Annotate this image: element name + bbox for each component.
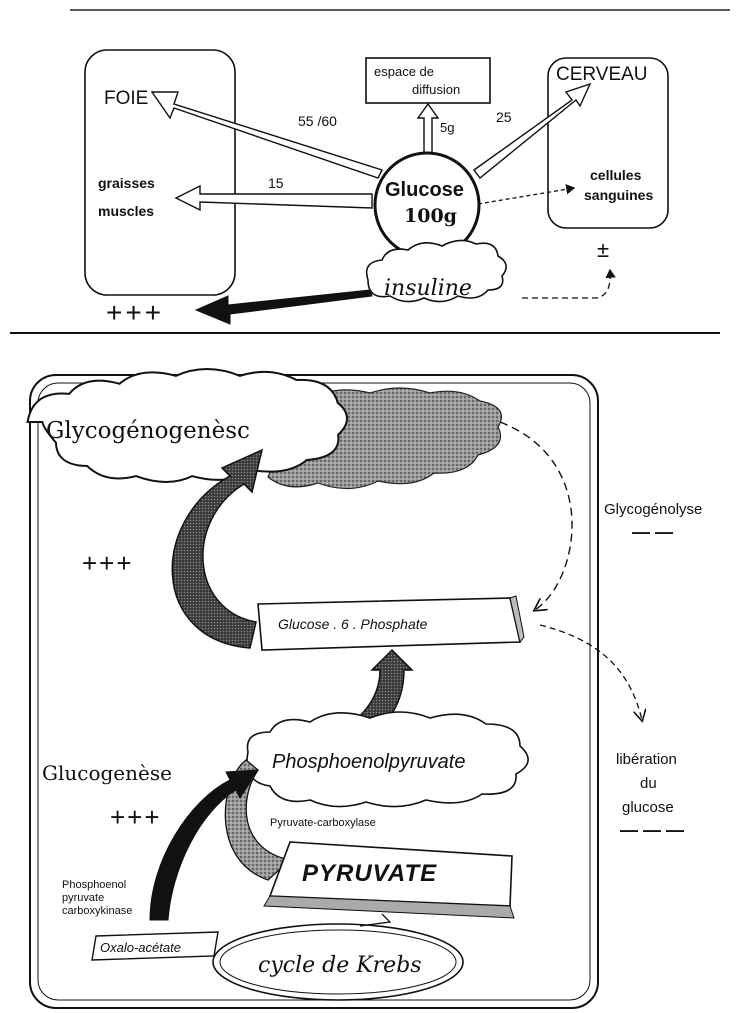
pyruvate-carboxylase-label: Pyruvate-carboxylase: [270, 817, 376, 829]
plus-glycogen: +++: [82, 548, 134, 578]
plusminus-sign: ±: [597, 237, 609, 262]
muscles-label: muscles: [98, 203, 154, 219]
espace-label-2: diffusion: [412, 82, 460, 97]
glucose-amount: 100g: [404, 205, 457, 227]
pepck-label-2: pyruvate: [62, 892, 104, 904]
value-graisses: 15: [268, 175, 284, 191]
glucose-label: Glucose: [385, 179, 464, 201]
plus-foie: +++: [106, 297, 164, 328]
liberation-label-2: du: [640, 775, 657, 792]
foie-box: [85, 50, 235, 295]
graisses-label: graisses: [98, 175, 155, 191]
arrow-glycogenolyse: [500, 422, 572, 610]
liberation-sign: — — —: [620, 820, 684, 840]
krebs-label: cycle de Krebs: [258, 953, 422, 978]
plus-gluco: +++: [110, 802, 162, 832]
glucogenese-label: Glucogenèse: [42, 761, 172, 785]
arrow-liberation-glucose: [540, 625, 642, 720]
insuline-label: insuline: [384, 276, 472, 301]
espace-label-1: espace de: [374, 64, 434, 79]
value-espace: 5g: [440, 120, 454, 135]
pepck-label-1: Phosphoenol: [62, 879, 126, 891]
foie-label: FOIE: [104, 88, 148, 109]
oxaloacetate-label: Oxalo-acétate: [100, 940, 181, 955]
pepck-label-3: carboxykinase: [62, 905, 132, 917]
g6p-label: Glucose . 6 . Phosphate: [278, 616, 428, 632]
cellules-label: cellules: [590, 167, 642, 183]
glycogenogenese-label: Glycogénogenèsc: [46, 418, 250, 444]
liberation-label-3: glucose: [622, 799, 674, 816]
arrow-glucose-foie: [152, 92, 382, 178]
glycogenolyse-label: Glycogénolyse: [604, 501, 702, 518]
value-cerveau: 25: [496, 109, 512, 125]
pyruvate-label: PYRUVATE: [302, 860, 437, 887]
arrow-glucose-cellules: [478, 188, 574, 204]
arrow-glucose-cerveau: [474, 84, 590, 178]
cerveau-label: CERVEAU: [556, 64, 648, 85]
sanguines-label: sanguines: [584, 187, 653, 203]
arrow-insuline-foie: [196, 290, 372, 324]
value-foie: 55 /60: [298, 113, 337, 129]
arrow-insuline-cerveau: [522, 270, 610, 298]
glycogenolyse-sign: — —: [632, 522, 673, 542]
pep-label: Phosphoenolpyruvate: [272, 751, 465, 773]
liberation-label-1: libération: [616, 751, 677, 768]
